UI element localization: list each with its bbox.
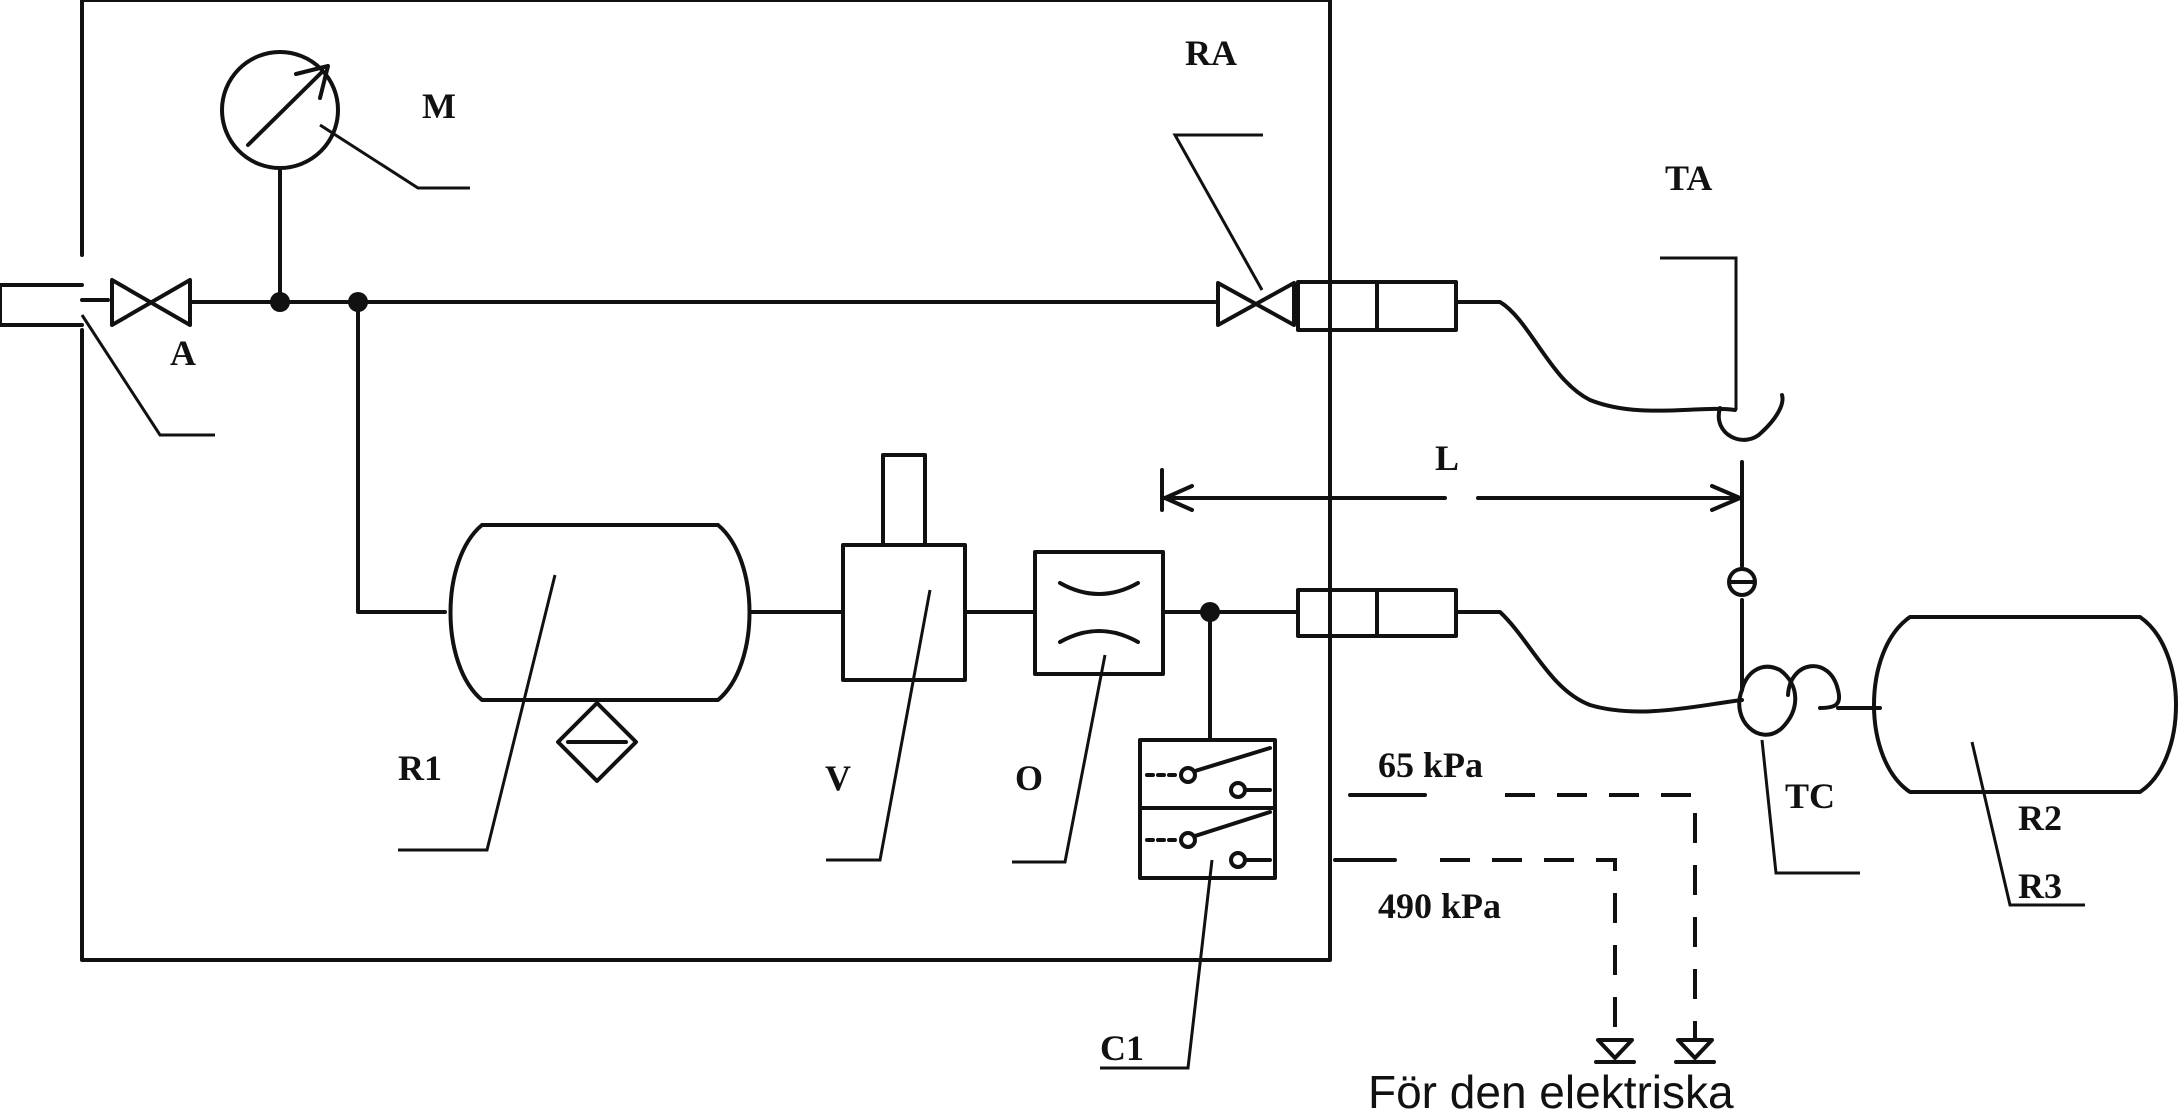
coupling-tc	[1737, 664, 1841, 737]
leader-ra	[1172, 133, 1264, 291]
ground-icon	[1594, 1038, 1636, 1064]
label-ta: TA	[1665, 158, 1712, 198]
label-r2: R2	[2018, 798, 2062, 838]
orifice-o	[1033, 550, 1165, 676]
valve-v	[841, 453, 967, 682]
coupling-bottom	[1296, 588, 1458, 638]
leader-a	[80, 314, 215, 437]
leader-tc	[1760, 739, 1860, 875]
ground-icon	[1674, 1038, 1716, 1064]
label-v: V	[825, 758, 851, 798]
centre-marker	[1727, 567, 1757, 597]
leader-o	[1012, 654, 1107, 864]
ta-cup	[1716, 393, 1785, 442]
label-c1: C1	[1100, 1028, 1144, 1068]
lead-65	[1505, 793, 1697, 1040]
label-r1: R1	[398, 748, 442, 788]
caption: För den elektriska	[1368, 1066, 1734, 1109]
label-65kpa: 65 kPa	[1378, 745, 1483, 785]
valve-a	[110, 278, 192, 327]
leader-v	[826, 589, 932, 862]
label-tc: TC	[1785, 776, 1835, 816]
leader-m	[319, 123, 470, 190]
leader-r2r3	[1970, 741, 2085, 907]
reservoir-r1	[448, 523, 752, 702]
label-o: O	[1015, 758, 1043, 798]
label-a: A	[170, 333, 196, 373]
drain-r1	[556, 701, 638, 783]
valve-ra	[1216, 281, 1296, 327]
label-l: L	[1435, 438, 1459, 478]
hose-top	[1454, 300, 1737, 413]
label-490kpa: 490 kPa	[1378, 886, 1501, 926]
pressure-switch-c1	[1138, 738, 1277, 880]
label-r3: R3	[2018, 866, 2062, 906]
inlet-pipe	[0, 283, 84, 327]
leader-ta	[1660, 256, 1738, 410]
pressure-gauge-m	[220, 50, 340, 304]
leader-c1	[1100, 859, 1214, 1070]
label-m: M	[422, 86, 456, 126]
leader-r1	[398, 574, 557, 852]
label-ra: RA	[1185, 33, 1237, 73]
lead-490	[1440, 858, 1617, 1040]
enclosure-frame	[80, 0, 1332, 962]
reservoir-r2	[1872, 615, 2178, 794]
coupling-top	[1296, 280, 1458, 332]
hose-bottom	[1454, 610, 1744, 714]
branch-r1	[356, 300, 447, 614]
